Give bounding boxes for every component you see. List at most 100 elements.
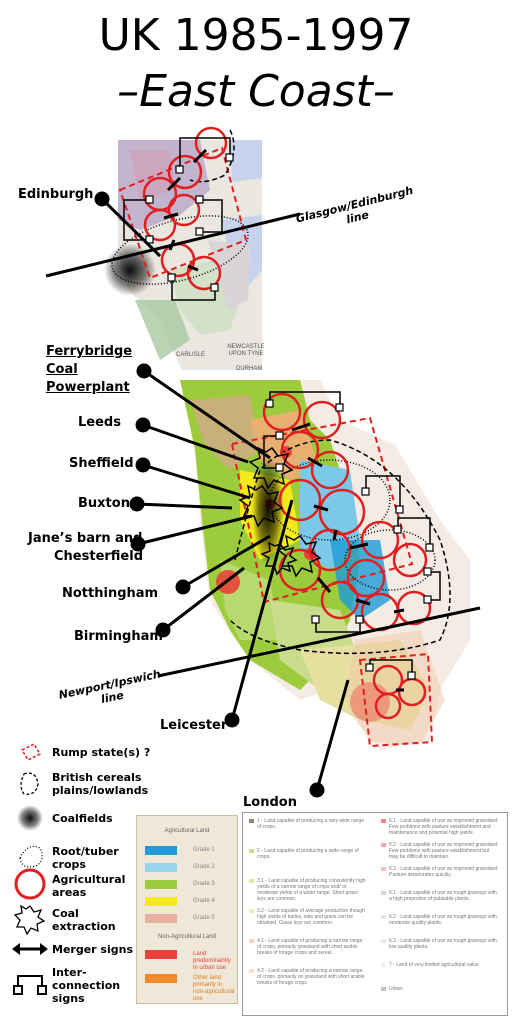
map-label-newcastle: NEWCASTLE UPON TYNE bbox=[226, 344, 266, 358]
label-edinburgh: Edinburgh bbox=[18, 187, 94, 202]
label-birmingham: Birmingham bbox=[74, 629, 163, 644]
land-class-text: 6.2 - Land capable of use as rough grazi… bbox=[389, 914, 497, 926]
land-class-text: 3.2 - Land capable of average production… bbox=[257, 908, 365, 926]
agri-grade-1: Grade 1 bbox=[145, 846, 231, 856]
land-class-swatch bbox=[381, 867, 386, 871]
legend-label-merger: Merger signs bbox=[52, 943, 133, 956]
legend-label-coal-extraction: Coal extraction bbox=[52, 907, 116, 933]
swatch bbox=[145, 846, 177, 855]
label-ferrybridge-line2: Coal bbox=[46, 362, 78, 377]
label-nottingham: Notthingham bbox=[62, 586, 159, 601]
label-ferrybridge-line3: Powerplant bbox=[46, 380, 130, 395]
land-class-text: 2 - Land capable of producing a wide ran… bbox=[257, 848, 359, 860]
legend-label-coalfields: Coalfields bbox=[52, 812, 113, 825]
agri-grade-label: Grade 1 bbox=[193, 847, 215, 853]
swatch bbox=[145, 974, 177, 983]
merger-icon bbox=[12, 943, 48, 955]
land-class-swatch bbox=[249, 969, 254, 973]
land-class-text: 4.1 - Land capable of producing a narrow… bbox=[257, 938, 363, 956]
land-class-swatch bbox=[249, 879, 254, 883]
map-label-newcastle-line2: UPON TYNE bbox=[228, 351, 264, 357]
label-janes-barn-line2: Chesterfield bbox=[54, 549, 144, 564]
interconnection-icon bbox=[13, 975, 47, 995]
boundary-lines bbox=[45, 212, 481, 678]
land-class-text: 3.1 - Land capable of producing consiste… bbox=[257, 878, 366, 902]
land-class-swatch bbox=[381, 987, 386, 991]
agri-grade-2: Grade 2 bbox=[145, 863, 231, 873]
land-class-text: 4.2 - Land capable of producing a narrow… bbox=[257, 968, 365, 986]
land-class-text: 5.1 - Land capable of use as improved gr… bbox=[389, 818, 499, 836]
agri-non-urban: Land predominantly in urban use bbox=[145, 950, 231, 971]
label-ferrybridge-line1: Ferrybridge bbox=[46, 344, 133, 359]
agri-grade-5: Grade 5 bbox=[145, 914, 231, 924]
land-class-swatch bbox=[249, 849, 254, 853]
coal-extraction-icon bbox=[13, 904, 46, 936]
agri-grade-3: Grade 3 bbox=[145, 880, 231, 890]
coalfields-icon bbox=[17, 805, 43, 831]
agri-grade-label: Grade 2 bbox=[193, 864, 215, 870]
land-class-text: 7 - Land of very limited agricultural va… bbox=[389, 962, 481, 968]
swatch bbox=[145, 863, 177, 872]
agri-legend-heading: Agricultural Land bbox=[164, 828, 210, 834]
land-class-text: 5.3 - Land capable of use as improved gr… bbox=[389, 866, 499, 878]
legend-label-rump: Rump state(s) ? bbox=[52, 746, 151, 759]
interconnection-ends bbox=[145, 153, 434, 680]
rump-states bbox=[118, 146, 434, 748]
rump-state-icon bbox=[20, 743, 42, 761]
northern-map bbox=[118, 140, 262, 370]
coal-extraction-marks bbox=[238, 446, 322, 578]
label-london: London bbox=[243, 795, 297, 810]
page-title: UK 1985-1997 bbox=[98, 10, 414, 61]
agri-grade-4: Grade 4 bbox=[145, 897, 231, 907]
agri-non-heading: Non-Agricultural Land bbox=[157, 934, 217, 940]
map-label-newcastle-line1: NEWCASTLE bbox=[227, 344, 265, 350]
agricultural-area-icon bbox=[14, 868, 46, 900]
land-class-text: Urban bbox=[389, 986, 403, 992]
land-class-swatch bbox=[381, 939, 386, 943]
agri-grade-label: Grade 4 bbox=[193, 898, 215, 904]
label-buxton: Buxton bbox=[78, 496, 130, 511]
label-sheffield: Sheffield bbox=[69, 456, 134, 471]
legend-label-root: Root/tuber crops bbox=[52, 845, 119, 871]
label-leeds: Leeds bbox=[78, 415, 121, 430]
land-class-text: 6.1 - Land capable of use as rough grazi… bbox=[389, 890, 497, 902]
cereal-plains-icon bbox=[20, 772, 39, 795]
map-label-carlisle: CARLISLE bbox=[176, 352, 206, 358]
agricultural-land-legend: Agricultural Land Grade 1 Grade 2 Grade … bbox=[136, 815, 238, 1004]
land-class-swatch bbox=[249, 819, 254, 823]
land-class-swatch bbox=[249, 939, 254, 943]
leader-lines bbox=[94, 191, 350, 798]
legend-label-cereal: British cereals plains/lowlands bbox=[52, 771, 149, 797]
swatch bbox=[145, 880, 177, 889]
swatch bbox=[145, 897, 177, 906]
agri-grade-label: Grade 5 bbox=[193, 915, 215, 921]
root-crops-icon bbox=[19, 845, 43, 868]
land-class-swatch bbox=[381, 915, 386, 919]
agri-grade-label: Grade 3 bbox=[193, 881, 215, 887]
legend-label-agri: Agricultural areas bbox=[52, 873, 126, 899]
land-class-swatch bbox=[381, 891, 386, 895]
legend-label-interconnection: Inter- connection signs bbox=[52, 966, 121, 1005]
root-crops bbox=[111, 215, 436, 591]
label-ferrybridge: Ferrybridge Coal Powerplant bbox=[46, 343, 132, 397]
land-class-swatch bbox=[381, 963, 386, 967]
swatch bbox=[145, 950, 177, 959]
interconnection-loops bbox=[123, 137, 441, 676]
swatch bbox=[145, 914, 177, 923]
agri-non-other: Other land primarily in non-agricultural… bbox=[145, 974, 234, 1002]
land-class-swatch bbox=[381, 819, 386, 823]
land-class-swatch bbox=[381, 843, 386, 847]
land-class-text: 5.2 - Land capable of use as improved gr… bbox=[389, 842, 499, 860]
label-leicester: Leicester bbox=[160, 718, 228, 733]
land-class-text: 1 - Land capable of producing a very wid… bbox=[257, 818, 365, 830]
page-subtitle: –East Coast– bbox=[117, 66, 395, 117]
map-label-durham: DURHAM bbox=[236, 366, 263, 372]
land-class-text: 6.3 - Land capable of use as rough grazi… bbox=[389, 938, 497, 950]
agri-non-label: Other land primarily in non-agricultural… bbox=[193, 975, 235, 1002]
legend-icons bbox=[12, 743, 48, 995]
label-janes-barn-line1: Jane’s barn and bbox=[28, 531, 143, 546]
agri-non-label: Land predominantly in urban use bbox=[193, 951, 231, 971]
label-janes-barn: Jane’s barn and Chesterfield bbox=[28, 530, 143, 566]
land-class-swatch bbox=[249, 909, 254, 913]
